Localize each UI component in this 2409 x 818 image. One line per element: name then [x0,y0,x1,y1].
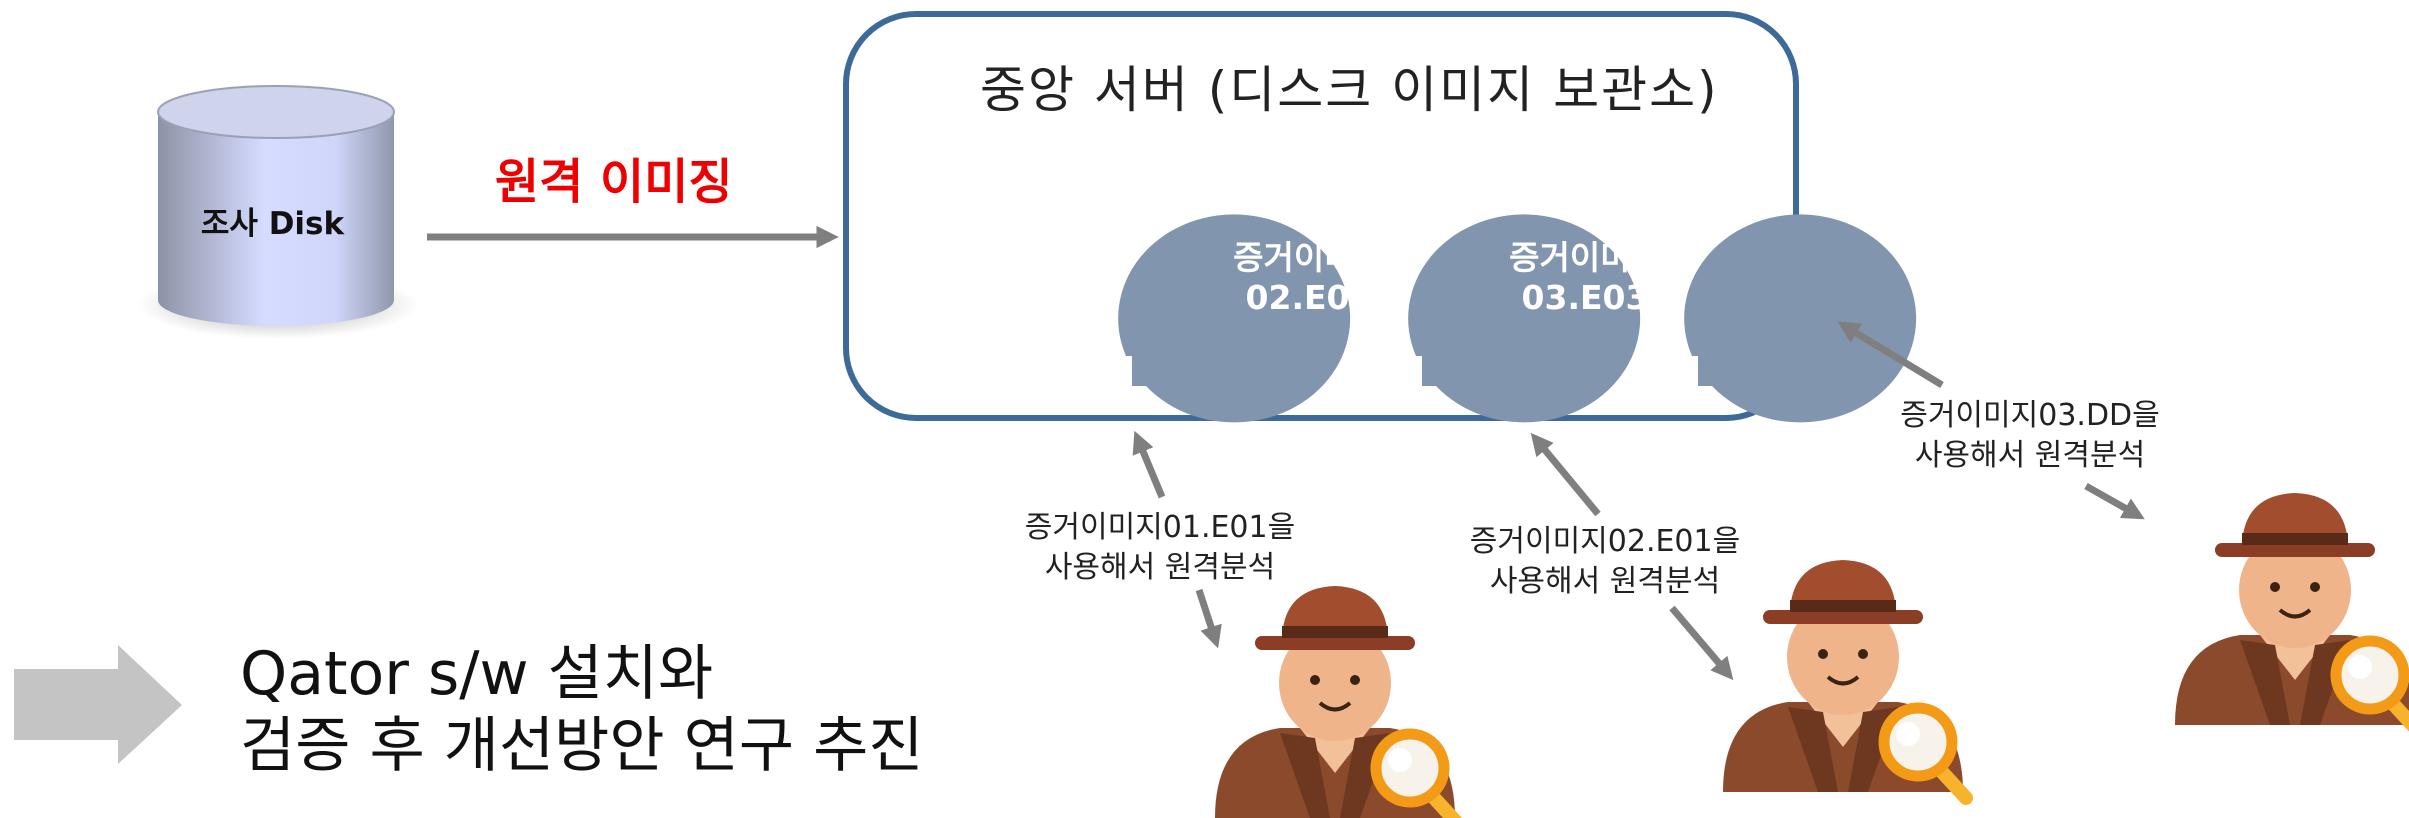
summary-line-1: Qator s/w 설치와 [240,639,714,709]
image-file: 03.E03 [1521,278,1649,317]
image-bubble-label-1: 증거이미지 01.E01 [894,238,1144,318]
image-bubble-3 [1684,214,1917,423]
remote-imaging-label: 원격 이미징 [495,154,733,210]
analyst-arrow-1-down [1195,588,1222,649]
detective-icon [2175,493,2409,732]
disk-label: 조사 Disk [200,206,345,242]
image-name: 증거이미지 [1233,238,1385,277]
annotation-line: 증거이미지02.E01을 [1469,524,1741,559]
annotation-line: 사용해서 원격분석 [1044,550,1276,585]
analyst-annotation-3: 증거이미지03.DD을 사용해서 원격분석 [1870,396,2190,476]
analyst-annotation-1: 증거이미지01.E01을 사용해서 원격분석 [1000,508,1320,588]
analyst-arrow-2-down [1669,605,1734,681]
disk-cylinder [138,85,418,339]
image-file: 01.E01 [955,278,1083,317]
image-bubble-label-3: 증거이미지 03.E03 [1460,238,1710,318]
image-bubble-1 [1118,214,1351,423]
analyst-arrow-3-down [2084,482,2145,520]
annotation-line: 증거이미지03.DD을 [1900,398,2160,433]
analyst-arrow-2-up [1530,432,1601,517]
image-name: 증거이미지 [1509,238,1661,277]
analyst-arrow-3-up [1837,321,1944,388]
detective-icon [1215,586,1462,818]
image-bubble-2 [1408,214,1641,423]
summary-line-2: 검증 후 개선방안 연구 추진 [240,711,924,781]
image-bubble-label-2: 증거이미지 02.E02 [1184,238,1434,318]
detective-icon [1723,560,1973,805]
annotation-line: 사용해서 원격분석 [1489,564,1721,599]
summary-block-arrow [14,645,182,764]
summary-text: Qator s/w 설치와 검증 후 개선방안 연구 추진 [240,638,924,782]
annotation-line: 증거이미지01.E01을 [1024,510,1296,545]
server-title: 중앙 서버 (디스크 이미지 보관소) [980,61,1719,119]
image-name: 증거이미지 [943,238,1095,277]
analyst-annotation-2: 증거이미지02.E01을 사용해서 원격분석 [1445,522,1765,602]
analyst-arrow-1-up [1132,430,1166,499]
annotation-line: 사용해서 원격분석 [1914,438,2146,473]
image-file: 02.E02 [1245,278,1373,317]
